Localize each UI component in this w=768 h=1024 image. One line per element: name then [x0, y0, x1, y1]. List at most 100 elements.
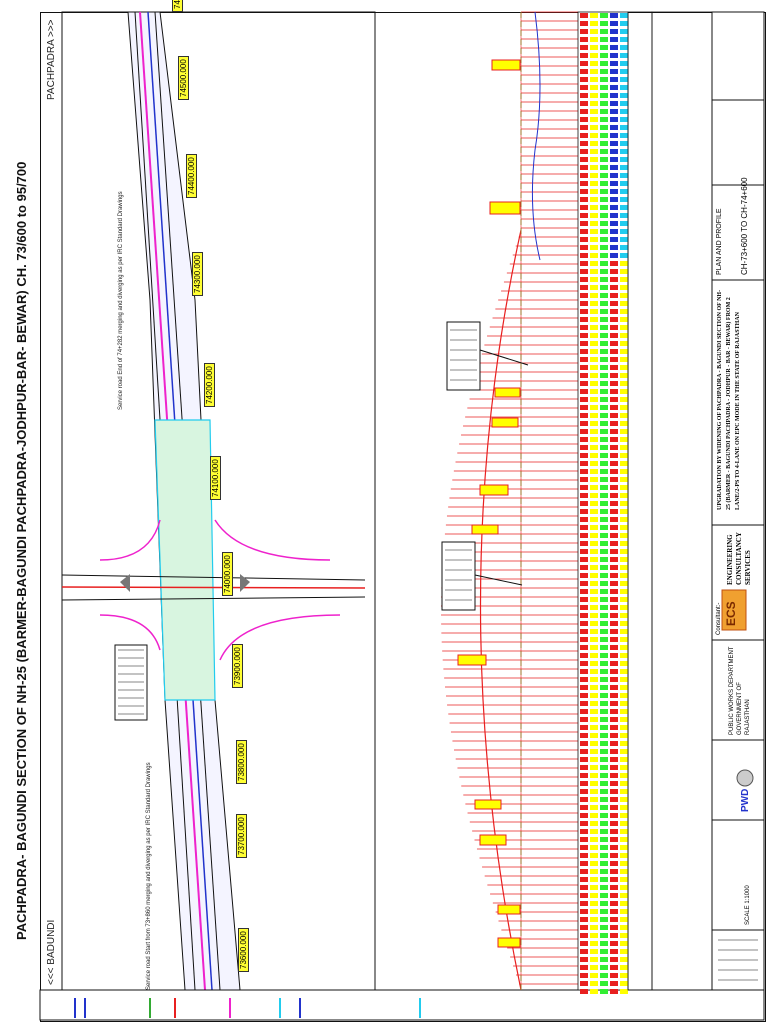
profile-data-cell [620, 597, 628, 602]
profile-data-cell [600, 341, 608, 346]
profile-data-cell [580, 725, 588, 730]
profile-data-cell [620, 813, 628, 818]
profile-data-cell [580, 597, 588, 602]
profile-data-cell [590, 685, 598, 690]
profile-data-cell [590, 85, 598, 90]
profile-data-cell [620, 261, 628, 266]
profile-data-cell [620, 221, 628, 226]
profile-data-cell [610, 149, 618, 154]
profile-data-cell [600, 981, 608, 986]
profile-data-cell [590, 749, 598, 754]
profile-data-cell [590, 229, 598, 234]
profile-data-cell [610, 917, 618, 922]
profile-data-cell [610, 845, 618, 850]
profile-data-cell [620, 293, 628, 298]
profile-data-cell [580, 805, 588, 810]
profile-data-cell [590, 725, 598, 730]
profile-data-cell [620, 973, 628, 978]
profile-data-cell [620, 989, 628, 994]
profile-data-cell [610, 573, 618, 578]
profile-data-cell [590, 629, 598, 634]
profile-data-cell [620, 717, 628, 722]
profile-data-cell [580, 493, 588, 498]
profile-data-cell [580, 589, 588, 594]
profile-data-cell [610, 445, 618, 450]
profile-data-cell [620, 397, 628, 402]
profile-data-cell [580, 293, 588, 298]
profile-data-cell [610, 557, 618, 562]
profile-data-cell [590, 661, 598, 666]
profile-data-cell [590, 597, 598, 602]
profile-data-cell [600, 637, 608, 642]
profile-data-cell [610, 181, 618, 186]
profile-data-cell [580, 645, 588, 650]
profile-data-cell [610, 197, 618, 202]
profile-data-cell [610, 893, 618, 898]
profile-data-cell [600, 605, 608, 610]
profile-data-cell [580, 21, 588, 26]
profile-data-cell [610, 117, 618, 122]
profile-data-cell [620, 165, 628, 170]
profile-data-cell [600, 117, 608, 122]
profile-data-cell [590, 325, 598, 330]
profile-data-cell [580, 117, 588, 122]
profile-data-cell [610, 965, 618, 970]
profile-data-cell [610, 317, 618, 322]
profile-data-cell [580, 77, 588, 82]
profile-data-cell [610, 405, 618, 410]
profile-data-cell [620, 829, 628, 834]
profile-data-cell [590, 549, 598, 554]
profile-data-cell [590, 301, 598, 306]
profile-data-cell [600, 893, 608, 898]
profile-data-cell [620, 237, 628, 242]
profile-data-cell [600, 509, 608, 514]
profile-data-cell [620, 317, 628, 322]
profile-data-cell [580, 237, 588, 242]
profile-data-cell [610, 613, 618, 618]
profile-data-cell [610, 541, 618, 546]
profile-data-cell [590, 957, 598, 962]
profile-data-cell [580, 485, 588, 490]
profile-data-cell [600, 861, 608, 866]
profile-data-cell [580, 269, 588, 274]
profile-data-cell [610, 709, 618, 714]
profile-data-cell [590, 141, 598, 146]
profile-data-cell [620, 429, 628, 434]
profile-data-cell [610, 309, 618, 314]
profile-data-cell [590, 413, 598, 418]
profile-data-cell [610, 341, 618, 346]
profile-data-cell [610, 437, 618, 442]
profile-data-cell [620, 797, 628, 802]
profile-data-cell [600, 405, 608, 410]
profile-data-cell [610, 813, 618, 818]
profile-data-cell [620, 469, 628, 474]
profile-data-cell [620, 917, 628, 922]
profile-data-cell [580, 741, 588, 746]
profile-data-cell [590, 149, 598, 154]
profile-data-cell [580, 189, 588, 194]
profile-data-cell [580, 373, 588, 378]
profile-data-cell [610, 821, 618, 826]
profile-data-cell [610, 957, 618, 962]
profile-data-cell [600, 821, 608, 826]
profile-data-cell [610, 61, 618, 66]
profile-data-cell [610, 853, 618, 858]
profile-data-cell [580, 125, 588, 130]
profile-data-cell [620, 21, 628, 26]
profile-data-cell [620, 933, 628, 938]
profile-data-cell [590, 805, 598, 810]
profile-data-cell [610, 389, 618, 394]
profile-data-cell [610, 213, 618, 218]
profile-data-cell [620, 341, 628, 346]
profile-data-cell [580, 789, 588, 794]
profile-data-cell [610, 949, 618, 954]
profile-data-cell [580, 525, 588, 530]
profile-data-cell [590, 261, 598, 266]
profile-data-cell [610, 741, 618, 746]
profile-data-cell [580, 181, 588, 186]
profile-data-cell [600, 429, 608, 434]
profile-data-cell [590, 373, 598, 378]
profile-data-cell [590, 53, 598, 58]
profile-data-cell [580, 677, 588, 682]
